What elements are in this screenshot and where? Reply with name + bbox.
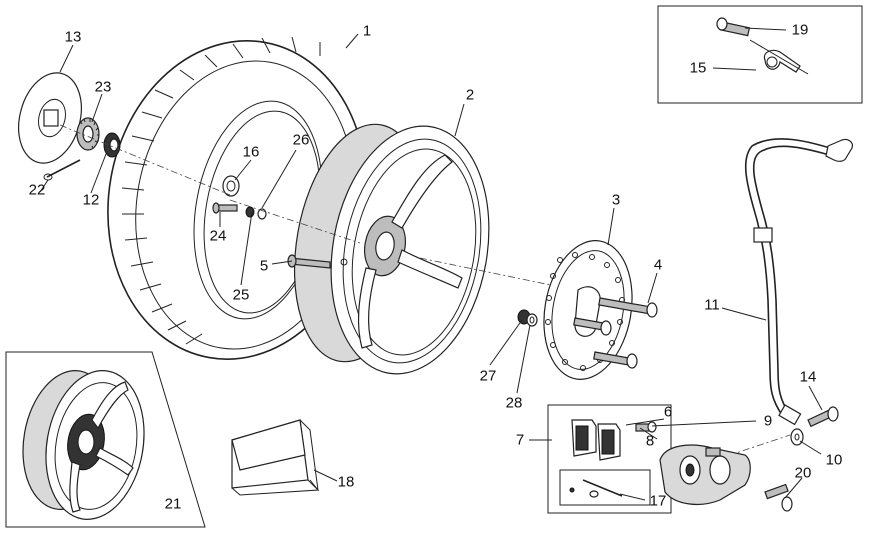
nut-washer — [517, 309, 538, 327]
callout-10: 10 — [826, 452, 843, 469]
callout-19: 19 — [792, 22, 809, 39]
clamp-kit-box — [657, 5, 863, 104]
callout-6: 6 — [664, 404, 672, 421]
brake-pads — [571, 419, 621, 461]
callout-4: 4 — [654, 257, 662, 274]
valve — [287, 254, 348, 269]
callout-23: 23 — [95, 79, 112, 96]
callout-16: 16 — [243, 144, 260, 161]
callout-13: 13 — [65, 29, 82, 46]
brake-hose — [744, 138, 853, 426]
complete-wheel — [22, 370, 145, 520]
bleeder-valve — [635, 421, 657, 433]
callout-25: 25 — [233, 287, 250, 304]
callout-3: 3 — [612, 192, 620, 209]
rim — [293, 123, 490, 375]
gear — [76, 117, 100, 151]
callout-22: 22 — [29, 182, 46, 199]
callout-28: 28 — [506, 395, 523, 412]
hub-internals — [212, 175, 267, 220]
callout-15: 15 — [690, 60, 707, 77]
callout-labels: 1 2 3 4 5 6 7 8 9 10 11 12 13 14 15 16 1… — [29, 22, 843, 513]
pin-kit — [569, 479, 623, 498]
caliper — [659, 444, 751, 506]
callout-18: 18 — [338, 474, 355, 491]
leader-lines — [39, 27, 823, 501]
callout-7: 7 — [516, 432, 524, 449]
callout-20: 20 — [795, 465, 812, 482]
callout-27: 27 — [480, 368, 497, 385]
cover-disc — [18, 72, 82, 164]
brake-disc — [543, 240, 633, 380]
wheel-assembly-box — [5, 351, 206, 528]
callout-14: 14 — [800, 369, 817, 386]
callout-24: 24 — [210, 228, 227, 245]
clamp-kit — [716, 17, 809, 75]
callout-2: 2 — [466, 87, 474, 104]
manual-booklet — [231, 419, 319, 496]
callout-5: 5 — [260, 258, 268, 275]
callout-9: 9 — [764, 413, 772, 430]
caliper-bolt — [764, 483, 793, 512]
banjo-bolt — [790, 406, 839, 446]
pin-kit-box — [559, 469, 651, 506]
callout-8: 8 — [646, 433, 654, 450]
callout-21: 21 — [165, 496, 182, 513]
bearing — [103, 132, 121, 158]
callout-17: 17 — [650, 493, 667, 510]
callout-26: 26 — [293, 132, 310, 149]
disc-bolts — [573, 297, 658, 369]
callout-1: 1 — [363, 23, 371, 40]
cotter-pin — [43, 159, 81, 181]
callout-11: 11 — [704, 297, 720, 314]
callout-12: 12 — [83, 192, 100, 209]
